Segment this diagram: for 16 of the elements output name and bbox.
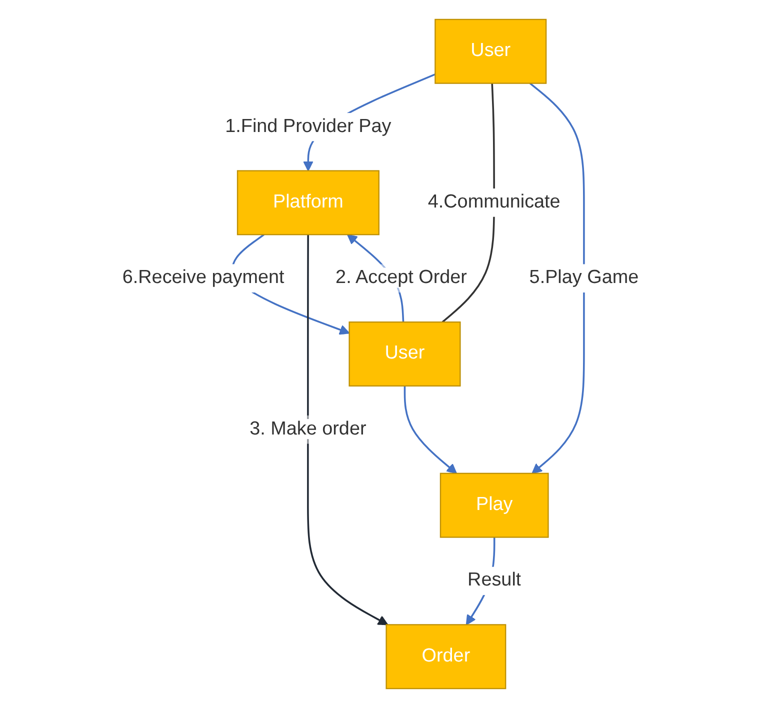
arrow [404,386,458,474]
edge-label: 2. Accept Order [336,268,467,288]
connector [442,83,495,323]
arrow [529,82,585,474]
edge-label: Result [468,570,522,590]
node-box: Order [386,624,506,690]
arrow [307,234,388,626]
node-box: Play [440,472,549,538]
edge-label: 1.Find Provider Pay [225,116,392,136]
node-box: User [348,322,461,386]
node-box: Platform [236,170,380,236]
edge-label: 4.Communicate [428,192,560,212]
edge-label: 3. Make order [250,419,366,440]
edge-label: 5.Play Game [529,268,639,288]
edge-label: 6.Receive payment [122,268,284,288]
node-box: User [434,18,547,84]
